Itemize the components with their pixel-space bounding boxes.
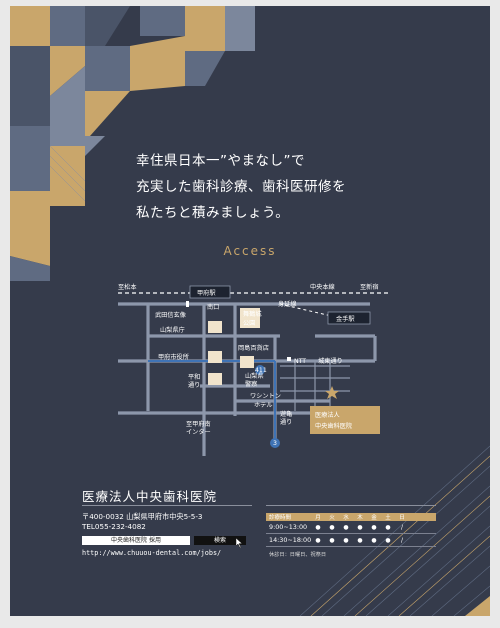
hours-mark: / [400, 536, 404, 544]
divider-left [82, 505, 252, 506]
label-joto-street: 城東通り [318, 357, 343, 365]
telephone: TEL055-232-4082 [82, 522, 146, 531]
tagline: 幸住県日本一”やまなし”で 充実した歯科診療、歯科医研修を 私たちと積みましょう… [136, 148, 346, 226]
website-url[interactable]: http://www.chuuou-dental.com/jobs/ [82, 549, 222, 557]
clinic-star-icon [325, 386, 339, 399]
hours-mark: ● [329, 536, 335, 544]
clinic-box-line-2: 中央歯科医院 [315, 422, 352, 430]
label-hotel: ホテル [254, 402, 273, 409]
day-wed: 水 [343, 515, 349, 521]
address-block: 〒400-0032 山梨県甲府市中央5-5-3 TEL055-232-4082 [82, 512, 202, 532]
poster: 幸住県日本一”やまなし”で 充実した歯科診療、歯科医研修を 私たちと積みましょう… [10, 6, 490, 616]
hours-mark: ● [371, 523, 377, 531]
hours-mark: ● [357, 523, 363, 531]
label-to-shinjuku: 至新宿 [360, 283, 379, 291]
label-heiwa-2: 通り [188, 381, 200, 389]
day-sat: 土 [385, 515, 391, 521]
hours-time: 14:30~18:00 [269, 536, 312, 544]
geometric-pattern [10, 6, 255, 281]
label-park: 公園 [243, 320, 255, 327]
label-police-2: 警察 [245, 380, 257, 388]
label-yugawa-2: 通り [280, 418, 292, 426]
hours-mark: ● [343, 523, 349, 531]
day-thu: 木 [357, 515, 363, 521]
label-ntt: NTT [294, 358, 306, 365]
day-tue: 火 [329, 515, 335, 521]
label-south-exit: 南口 [207, 303, 219, 311]
closed-days-note: 休診日：日曜日、祝祭日 [269, 552, 327, 558]
label-route-3: 3 [273, 440, 277, 447]
label-maizuru: 舞鶴城 [243, 310, 262, 318]
hours-mark: ● [357, 536, 363, 544]
label-minobu-line: 身延線 [278, 300, 297, 308]
day-fri: 金 [371, 515, 377, 521]
label-yugawa-1: 遊亀 [280, 410, 292, 418]
divider-right [266, 505, 436, 506]
day-mon: 月 [315, 515, 321, 521]
hours-mark: ● [385, 523, 391, 531]
hours-mark: ● [371, 536, 377, 544]
hours-table: 診療時間 月 火 水 木 金 土 日 9:00~13:00 ● ● ● ● ● … [266, 513, 436, 558]
hours-header-row: 診療時間 月 火 水 木 金 土 日 [266, 513, 436, 521]
postal-address: 〒400-0032 山梨県甲府市中央5-5-3 [82, 512, 203, 521]
label-chuo-line: 中央本線 [310, 283, 335, 291]
diagonal-lines [299, 445, 490, 616]
station-kanate: 金手駅 [336, 315, 355, 323]
hours-mark: ● [315, 536, 321, 544]
label-interchange-2: インター [186, 428, 211, 436]
hours-mark: / [400, 523, 404, 531]
tagline-line-1: 幸住県日本一”やまなし”で [136, 153, 305, 169]
label-prefectural-office: 山梨県庁 [160, 326, 185, 334]
label-police-1: 山梨県 [245, 372, 264, 380]
hours-mark: ● [315, 523, 321, 531]
recruit-search-field[interactable]: 中央歯科医院 採用 [82, 536, 190, 545]
label-takeda-statue: 武田信玄像 [155, 311, 186, 319]
hours-row-afternoon: 14:30~18:00 ● ● ● ● ● ● / [266, 534, 436, 547]
label-okajima: 岡島百貨店 [238, 344, 269, 352]
hours-row-morning: 9:00~13:00 ● ● ● ● ● ● / [266, 521, 436, 534]
label-to-matsumoto: 至松本 [118, 283, 137, 291]
access-map: 甲府駅 金手駅 至松本 中央本線 至新宿 身延線 南口 武田信玄像 山梨県庁 甲… [118, 283, 390, 456]
label-washington: ワシントン [250, 393, 281, 400]
hours-mark: ● [385, 536, 391, 544]
label-interchange-1: 至甲府南 [186, 420, 211, 428]
search-button[interactable]: 検索 [194, 536, 246, 545]
day-sun: 日 [399, 515, 405, 521]
pointer-cursor-icon [236, 538, 243, 548]
label-city-hall: 甲府市役所 [158, 353, 189, 361]
hours-header-label: 診療時間 [269, 515, 292, 521]
clinic-box-line-1: 医療法人 [315, 411, 340, 419]
tagline-line-3: 私たちと積みましょう。 [136, 205, 290, 221]
hours-mark: ● [343, 536, 349, 544]
label-heiwa-1: 平和 [188, 373, 200, 381]
clinic-name: 医療法人中央歯科医院 [82, 489, 218, 504]
access-title: Access [223, 244, 277, 258]
label-route-411: 411 [255, 367, 267, 374]
hours-time: 9:00~13:00 [269, 523, 308, 531]
hours-mark: ● [329, 523, 335, 531]
tagline-line-2: 充実した歯科診療、歯科医研修を [136, 179, 346, 195]
station-kofu: 甲府駅 [197, 289, 216, 297]
